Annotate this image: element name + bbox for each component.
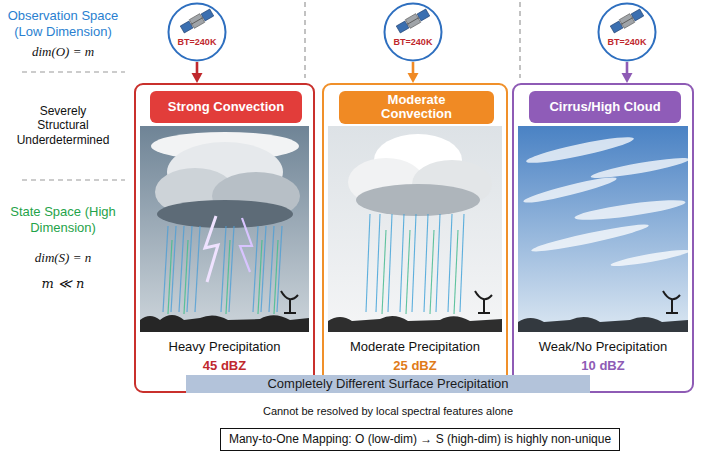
brightness-value: BT=240K [597, 37, 657, 47]
reflectivity-value: 45 dBZ [136, 358, 313, 373]
scenario-panel: Weak/No Precipitation 10 dBZ Cirrus/High C… [512, 83, 694, 393]
precipitation-label: Moderate Precipitation [324, 339, 506, 354]
storm-picture [140, 126, 309, 332]
brightness-value: BT=240K [383, 37, 443, 47]
precipitation-label: Weak/No Precipitation [514, 339, 692, 354]
arrow-line [412, 62, 415, 74]
rain-cloud-picture [328, 126, 502, 332]
precipitation-label: Heavy Precipitation [136, 339, 313, 354]
scenario-panel: Heavy Precipitation 45 dBZ Strong Convecti… [134, 83, 315, 393]
conclusion-text: Many-to-One Mapping: O (low-dim) → S (hi… [229, 432, 611, 447]
category-header: Moderate Convection [339, 91, 494, 124]
arrow-head [408, 73, 419, 83]
satellite-icon [597, 2, 657, 62]
satellite-icon [167, 2, 227, 62]
mapping-arrow [192, 62, 203, 83]
satellite-icon [383, 2, 443, 62]
satellite-circle: BT=240K [167, 2, 227, 62]
annotation-label: dim(O) = m [2, 44, 124, 60]
annotation-label: State Space (High Dimension) [2, 204, 124, 235]
arrow-head [192, 73, 203, 83]
category-name: Cirrus/High Cloud [549, 100, 660, 114]
arrow-head [622, 73, 633, 83]
brightness-value: BT=240K [167, 37, 227, 47]
annotation-label: Observation Space (Low Dimension) [2, 8, 124, 39]
satellite-circle: BT=240K [597, 2, 657, 62]
mapping-arrow [622, 62, 633, 83]
category-name: Moderate Convection [372, 93, 462, 122]
summary-banner: Completely Different Surface Precipitati… [186, 375, 590, 393]
arrow-line [196, 62, 199, 74]
cirrus-picture [518, 126, 690, 332]
category-header: Strong Convection [150, 91, 302, 123]
annotation-label: m ≪ n [2, 276, 124, 292]
banner-text: Completely Different Surface Precipitati… [198, 376, 578, 392]
reflectivity-value: 10 dBZ [514, 358, 692, 373]
annotation-label: Severely Structural Underdetermined [14, 104, 112, 147]
annotation-label: Cannot be resolved by local spectral fea… [263, 405, 513, 418]
reflectivity-value: 25 dBZ [324, 358, 506, 373]
category-name: Strong Convection [168, 100, 284, 114]
mapping-arrow [408, 62, 419, 83]
annotation-label: dim(S) = n [2, 250, 124, 266]
satellite-circle: BT=240K [383, 2, 443, 62]
conclusion-box: Many-to-One Mapping: O (low-dim) → S (hi… [220, 428, 620, 451]
category-header: Cirrus/High Cloud [529, 91, 681, 123]
arrow-line [626, 62, 629, 74]
scenario-panel: Moderate Precipitation 25 dBZ Moderate Con… [322, 83, 508, 393]
